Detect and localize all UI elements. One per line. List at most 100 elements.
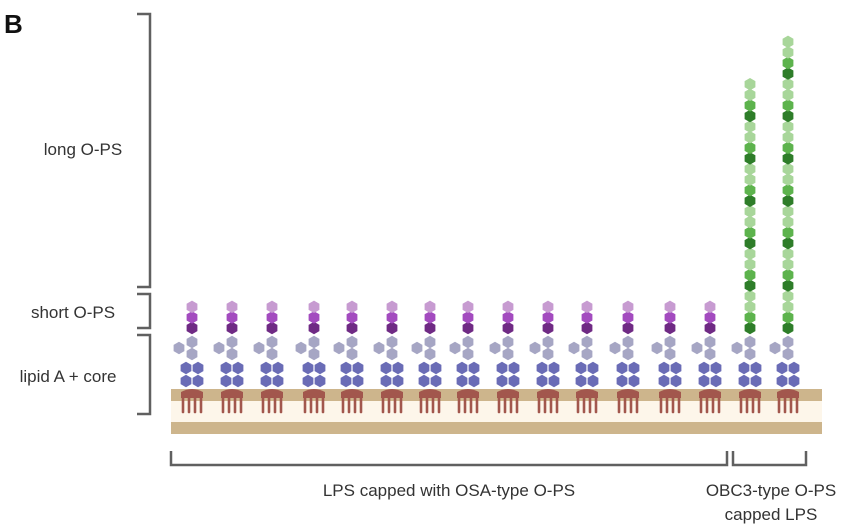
inner-core-sugar [548,374,560,388]
osa-lps-molecule [568,300,599,414]
inner-core-sugar [710,361,722,375]
outer-core-sugar [411,341,423,355]
outer-core-sugar [449,341,461,355]
osa-lps-molecule [449,300,480,414]
obc3-ops-sugar [782,152,794,165]
obc3-lps-molecule [769,35,800,414]
inner-core-sugar [710,374,722,388]
inner-core-sugar [670,374,682,388]
inner-core-sugar [776,361,788,375]
outer-core-sugar [651,341,663,355]
outer-core-sugar [769,341,781,355]
outer-core-sugar [622,335,634,349]
obc3-ops-sugar [782,131,794,144]
obc3-ops-sugar [782,258,794,271]
lipid-a-head [221,389,243,398]
lps-molecules [173,35,800,414]
obc3-ops-sugar [782,247,794,260]
osa-lps-molecule [173,300,204,414]
lipid-a-head [497,389,519,398]
osa-ops-sugar [704,311,716,324]
osa-ops-sugar [462,300,474,313]
inner-core-sugar [616,361,628,375]
inner-core-sugar [192,374,204,388]
inner-core-sugar [272,374,284,388]
inner-core-sugar [628,361,640,375]
lipid-a-head [341,389,363,398]
inner-core-sugar [392,361,404,375]
inner-core-sugar [628,374,640,388]
lipid-a-tails [341,389,363,414]
inner-core-sugar [738,361,750,375]
outer-core-sugar [691,341,703,355]
outer-core-sugar [664,335,676,349]
osa-ops-sugar [502,321,514,335]
osa-lps-molecule [253,300,284,414]
inner-core-sugar [232,374,244,388]
outer-core-sugar [308,335,320,349]
osa-ops-sugar [704,321,716,335]
osa-ops-sugar [664,300,676,313]
osa-ops-sugar [308,321,320,335]
obc3-lps-bracket [731,451,808,467]
outer-core-sugar [186,335,198,349]
lipid-a-head [419,389,441,398]
inner-core-sugar [698,361,710,375]
osa-ops-sugar [186,300,198,313]
lipid-a-tails [497,389,519,414]
osa-lps-bracket [169,451,729,467]
osa-ops-sugar [266,300,278,313]
osa-ops-sugar [622,311,634,324]
osa-ops-sugar [346,321,358,335]
inner-core-sugar [220,374,232,388]
obc3-ops-sugar [744,184,756,197]
obc3-ops-sugar [782,99,794,112]
inner-core-sugar [575,361,587,375]
obc3-ops-sugar [782,46,794,59]
inner-core-sugar [658,374,670,388]
outer-core-sugar [542,335,554,349]
outer-core-sugar [704,335,716,349]
inner-core-sugar [232,361,244,375]
inner-core-sugar [698,374,710,388]
inner-core-sugar [418,374,430,388]
short-ops-bracket [137,292,152,330]
osa-ops-sugar [704,300,716,313]
inner-core-sugar [776,374,788,388]
obc3-ops-sugar [744,268,756,282]
inner-core-sugar [260,361,272,375]
outer-core-sugar [226,347,238,361]
osa-ops-sugar [664,321,676,335]
osa-ops-sugar [581,311,593,324]
lipid-core-bracket [137,333,152,416]
lipid-a-tails [617,389,639,414]
obc3-ops-sugar [782,88,794,101]
osa-lps-molecule [651,300,682,414]
inner-core-sugar [418,361,430,375]
membrane-bottom-layer [171,422,822,434]
inner-core-sugar [180,361,192,375]
osa-ops-sugar [186,321,198,335]
osa-ops-sugar [581,300,593,313]
outer-core-sugar [664,347,676,361]
osa-lps-molecule [213,300,244,414]
inner-core-sugar [788,361,800,375]
outer-core-sugar [581,347,593,361]
obc3-ops-sugar [744,141,756,154]
lipid-a-tails [181,389,203,414]
obc3-ops-sugar [744,131,756,144]
outer-core-sugar [782,335,794,349]
osa-ops-sugar [542,300,554,313]
obc3-ops-sugar [744,311,756,324]
osa-ops-sugar [581,321,593,335]
inner-core-sugar [272,361,284,375]
inner-core-sugar [587,374,599,388]
obc3-ops-sugar [782,205,794,218]
obc3-ops-sugar [744,279,756,292]
outer-core-sugar [253,341,265,355]
outer-core-sugar [542,347,554,361]
outer-core-sugar [502,347,514,361]
osa-ops-sugar [186,311,198,324]
obc3-ops-sugar [782,173,794,186]
